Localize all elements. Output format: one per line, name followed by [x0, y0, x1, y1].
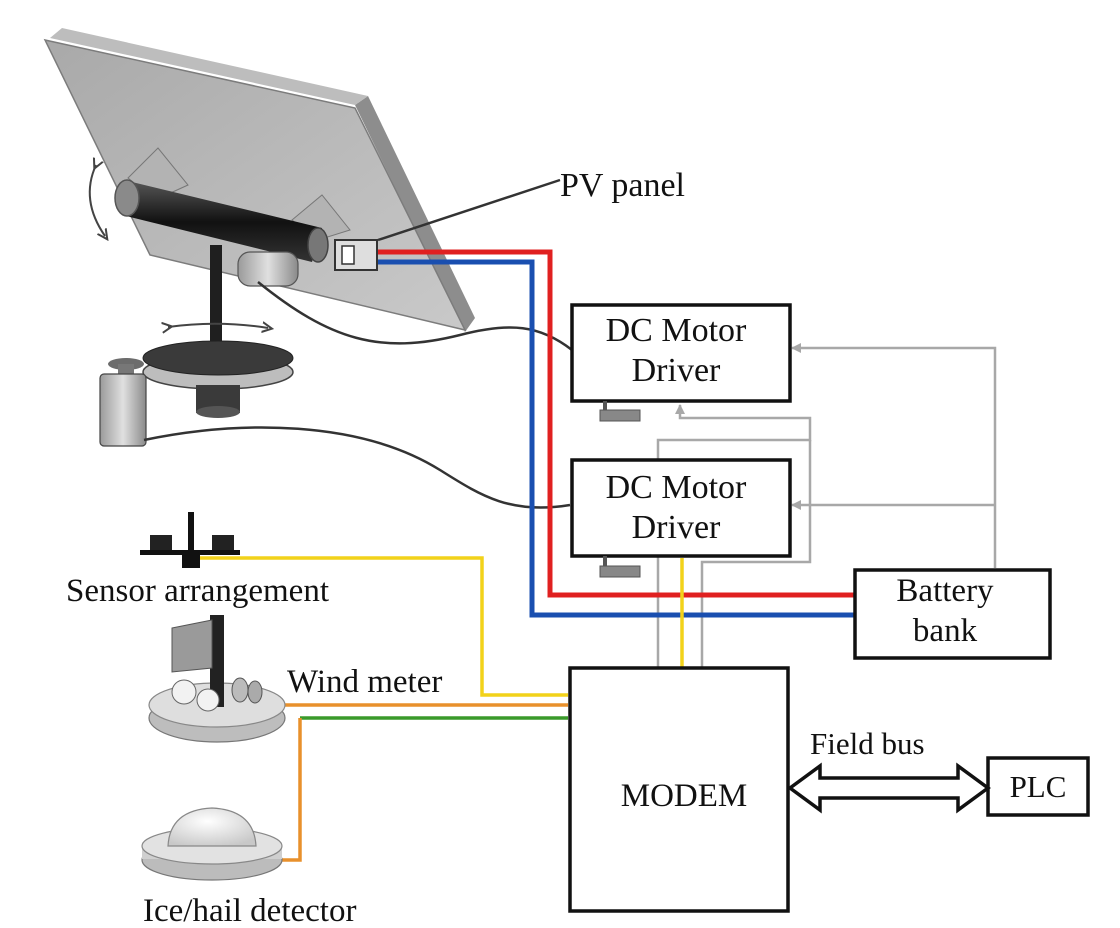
sensor-signal-lines — [200, 556, 684, 862]
pv-panel-illustration — [43, 28, 475, 447]
wind-meter-label: Wind meter — [287, 664, 442, 700]
sensor-arrangement-icon — [140, 512, 240, 568]
sensor-arrangement-label: Sensor arrangement — [66, 573, 329, 609]
plc-label: PLC — [1010, 769, 1067, 804]
ice-hail-detector-label: Ice/hail detector — [143, 893, 356, 928]
modem: MODEM — [568, 666, 790, 913]
plc: PLC — [986, 756, 1090, 817]
dc-motor-driver-1-line1: DC Motor — [606, 312, 747, 349]
field-bus-label: Field bus — [810, 726, 925, 761]
battery-bank-line1: Battery — [896, 573, 994, 609]
dc-motor-driver-2: DC Motor Driver — [570, 458, 792, 578]
dc-motor-driver-1: DC Motor Driver — [570, 303, 792, 422]
dc-motor-driver-2-line1: DC Motor — [606, 469, 747, 506]
wind-meter-icon — [148, 615, 286, 743]
field-bus-arrow — [787, 762, 991, 814]
dc-motor-driver-2-line2: Driver — [632, 509, 721, 546]
power-cables — [378, 249, 855, 618]
ice-hail-detector-icon — [141, 807, 283, 881]
motor-cables — [143, 178, 573, 509]
pv-panel-label: PV panel — [560, 167, 685, 204]
battery-bank-line2: bank — [913, 613, 978, 649]
modem-label: MODEM — [621, 778, 748, 814]
dc-motor-driver-1-line2: Driver — [632, 352, 721, 389]
battery-bank: Battery bank — [853, 568, 1052, 660]
